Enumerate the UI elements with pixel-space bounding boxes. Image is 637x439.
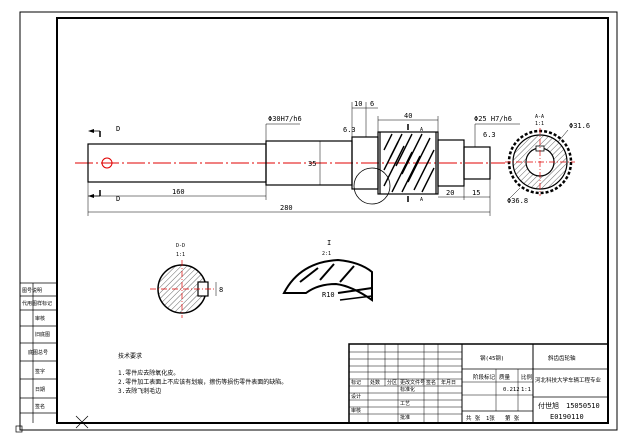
- section-dd-scale: 1:1: [176, 252, 185, 258]
- dim-dia-35: 35: [308, 160, 316, 168]
- tb-row-label-3: 更改文件号: [400, 379, 425, 386]
- section-a-label-top: A: [420, 127, 423, 133]
- notes-title: 技术要求: [118, 352, 142, 360]
- title-block: [348, 343, 609, 424]
- left-strip-label-1: 代用图样标记: [22, 300, 52, 307]
- section-aa-scale: 1:1: [535, 121, 544, 127]
- dim-bore-fit: Φ30H7/h6: [268, 115, 302, 123]
- detail-i-title: I: [327, 239, 331, 247]
- section-dd-title: D-D: [176, 243, 185, 249]
- tb-row-label-1: 处数: [370, 379, 380, 386]
- tb-sheets: 1张: [486, 414, 495, 422]
- tb-drawing-no: E0190110: [550, 413, 584, 421]
- dim-length-15: 15: [472, 189, 480, 197]
- dim-length-40: 40: [404, 112, 412, 120]
- section-a-label-bottom: A: [420, 197, 423, 203]
- tb-student-id: 15050510: [566, 402, 600, 410]
- tb-left-label-2: 工艺: [400, 401, 410, 407]
- left-strip-label-7: 签名: [35, 403, 45, 410]
- tb-material: 钢(45钢): [480, 354, 504, 362]
- tb-row-label-4: 签名: [426, 379, 436, 386]
- tb-part-name: 斜齿齿轮轴: [548, 354, 576, 362]
- dimension-texts: Φ30H7/h6 6.3 10 6 40 Φ25 H7/h6 6.3 35 20…: [172, 100, 512, 212]
- dim-length-280: 280: [280, 204, 293, 212]
- notes-line-3: 3.去除飞刺毛边: [118, 387, 161, 395]
- section-d-label-bottom: D: [116, 195, 120, 203]
- dimension-lines: [87, 102, 520, 216]
- detail-i-circle: [353, 167, 391, 205]
- left-strip-label-3: 旧底图: [35, 331, 50, 338]
- title-block-text: 钢(45钢) 斜齿齿轮轴 河北科技大学车辆工程专业 阶段标记 质量 比例 0.2…: [351, 354, 602, 422]
- tb-row-label-0: 标记: [351, 379, 361, 386]
- section-d-markers: D D: [88, 125, 120, 203]
- left-strip-label-5: 签字: [35, 368, 45, 375]
- tb-stage-label-1: 质量: [499, 373, 511, 381]
- dim-6-3-left: 6.3: [343, 126, 356, 134]
- section-d-label-top: D: [116, 125, 120, 133]
- tb-ratio: 0.212: [503, 387, 520, 393]
- dim-key-8: 8: [219, 286, 223, 294]
- tb-left-label-1: 审核: [351, 407, 361, 414]
- tb-mid-label-1: 批准: [400, 414, 410, 421]
- left-strip-label-0: 图号说明: [22, 287, 42, 294]
- dim-dia-36-8: Φ36.8: [507, 197, 528, 205]
- dim-length-6: 6: [370, 100, 374, 108]
- tb-stage-label-0: 阶段标记: [473, 373, 496, 381]
- tb-designer: 付世旭: [538, 401, 559, 410]
- detail-i-view: I 2:1 R10: [282, 239, 373, 302]
- dim-length-20: 20: [446, 189, 454, 197]
- center-hole: [101, 157, 113, 169]
- tb-sheet-label-1: 第 张: [505, 414, 520, 422]
- tb-row-label-5: 年月日: [441, 379, 456, 386]
- left-strip-label-2: 审核: [35, 315, 45, 322]
- dim-length-10: 10: [354, 100, 362, 108]
- section-aa-view: A-A 1:1 Φ31.6 Φ36.8: [505, 114, 590, 205]
- dim-radius: R10: [322, 291, 335, 299]
- section-aa-title: A-A: [535, 114, 544, 120]
- dim-gear-fit: Φ25 H7/h6: [474, 115, 512, 123]
- outer-border: [19, 11, 618, 431]
- notes-line-1: 1.零件应去除氧化皮。: [118, 369, 179, 377]
- tb-sheet-label-0: 共 张: [466, 414, 481, 422]
- dim-dia-31-6: Φ31.6: [569, 122, 590, 130]
- inner-border: [56, 17, 609, 424]
- gear-teeth-hatch: [383, 133, 435, 193]
- left-strip-label-4: 底图总号: [28, 349, 48, 356]
- tb-mid-label-0: 标准化: [400, 386, 415, 393]
- left-strip-label-6: 日期: [35, 387, 45, 393]
- corner-marks: [15, 415, 89, 433]
- section-a-markers: A A: [407, 124, 423, 203]
- notes-line-2: 2.零件加工表面上不应该有划痕，擦伤等损伤零件表面的缺陷。: [118, 378, 287, 386]
- detail-i-scale: 2:1: [322, 251, 331, 257]
- tb-scale: 1:1: [521, 387, 531, 393]
- tb-row-label-2: 分区: [387, 379, 397, 386]
- dim-6-3-right: 6.3: [483, 131, 496, 139]
- tb-left-label-0: 设计: [351, 393, 361, 400]
- tb-school: 河北科技大学车辆工程专业: [535, 376, 602, 384]
- section-dd-view: D-D 1:1 8: [150, 243, 223, 318]
- tb-stage-label-2: 比例: [521, 373, 533, 381]
- dim-length-160: 160: [172, 188, 185, 196]
- shaft-main-view: [87, 131, 491, 195]
- technical-notes: 技术要求 1.零件应去除氧化皮。 2.零件加工表面上不应该有划痕，擦伤等损伤零件…: [118, 352, 287, 395]
- left-strip: 图号说明 代用图样标记 审核 旧底图 底图总号 签字 日期 签名: [20, 282, 57, 423]
